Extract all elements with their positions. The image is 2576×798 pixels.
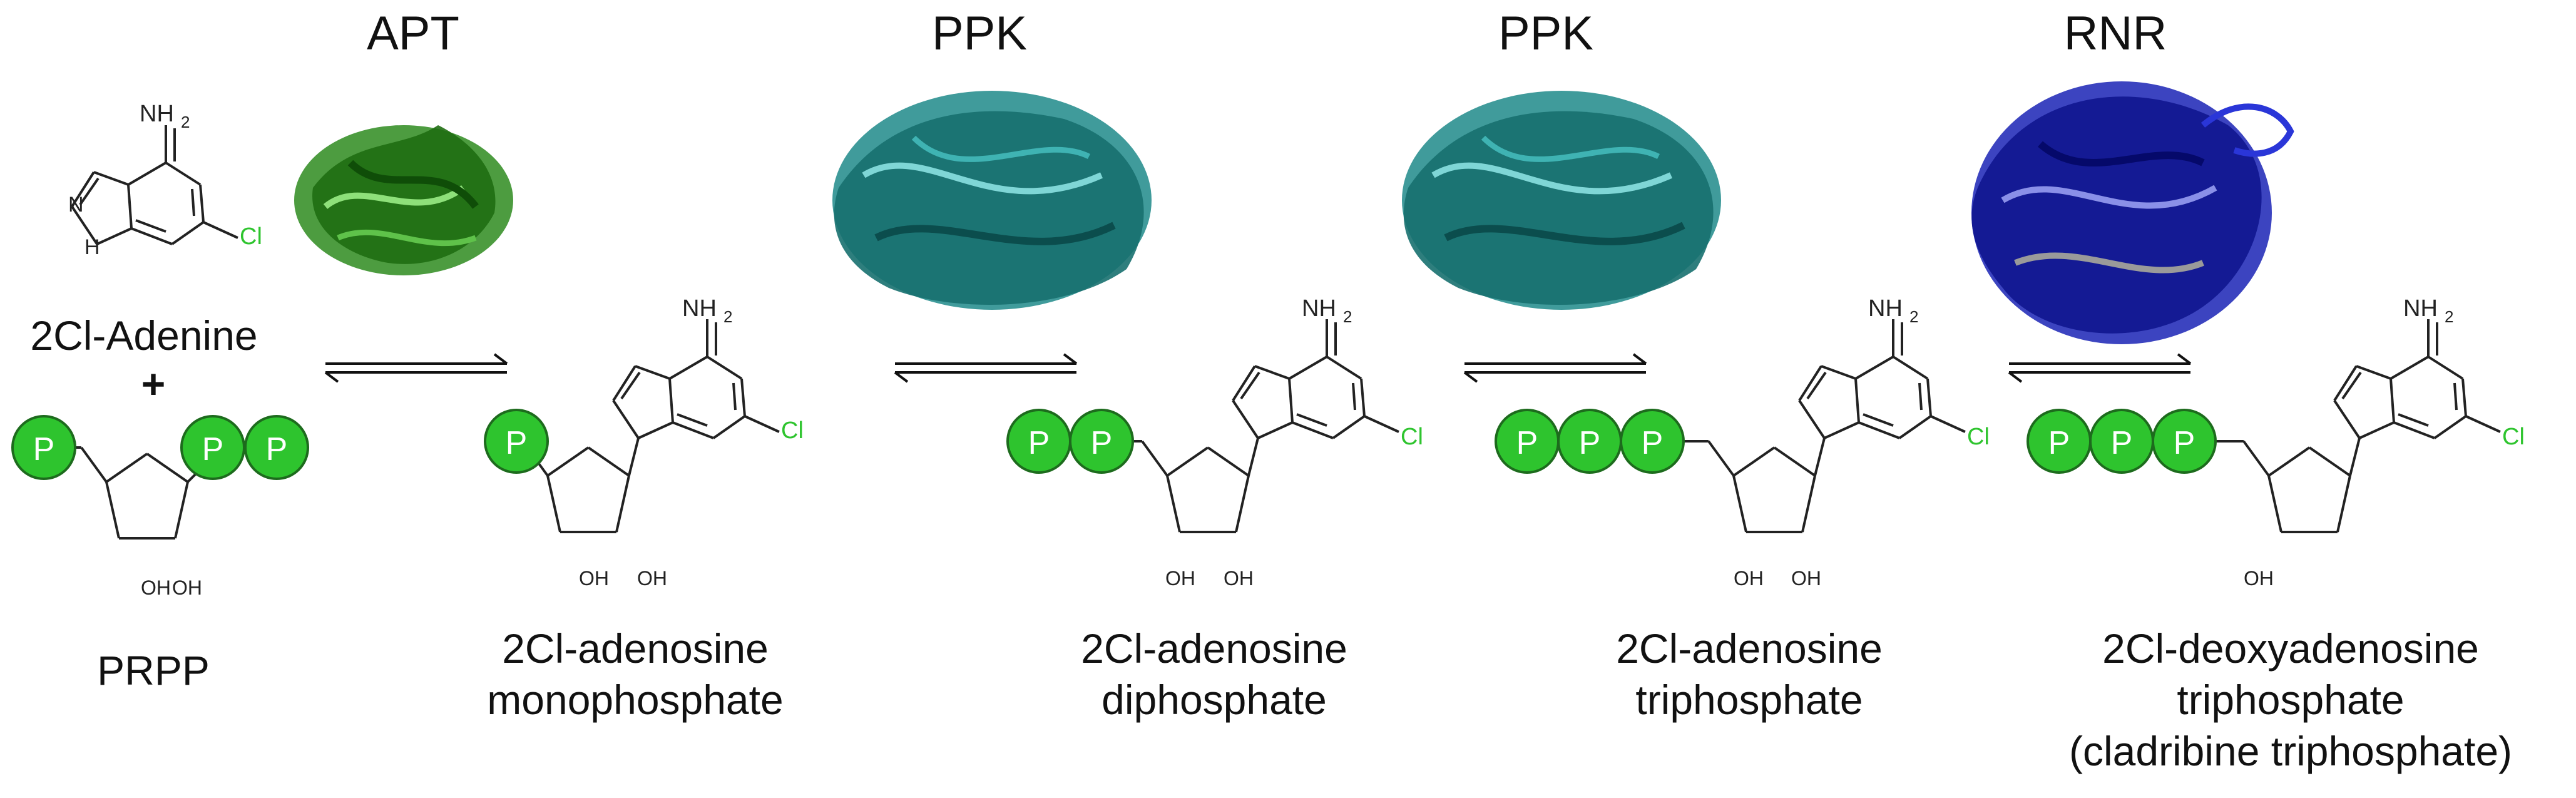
compound-label-datp-line2: triphosphate xyxy=(2177,677,2405,723)
prpp-oh-label-1: OH xyxy=(141,576,171,599)
compound-label-adp-line2: diphosphate xyxy=(1101,677,1327,723)
amp-oh-label-1: OH xyxy=(579,567,609,590)
enzyme-label-apt: APT xyxy=(367,7,459,60)
atp-amine-label: NH xyxy=(1868,295,1903,322)
atp-oh-label-2: OH xyxy=(1791,567,1821,590)
amp-oh-label-2: OH xyxy=(637,567,667,590)
amp-amine-sub: 2 xyxy=(723,307,732,326)
phosphate-label: P xyxy=(266,431,288,468)
adp-cl-label: Cl xyxy=(1401,424,1423,450)
adp-amine-label: NH xyxy=(1302,295,1336,322)
amp-amine-label: NH xyxy=(682,295,717,322)
plus-sign: + xyxy=(141,361,166,407)
prpp-pyrophosphate: P P xyxy=(180,415,309,480)
atp-structure: NH 2 Cl OH OH P P P xyxy=(1495,295,1990,590)
phosphate-label: P xyxy=(1579,425,1601,461)
compound-label-atp-line1: 2Cl-adenosine xyxy=(1616,625,1883,672)
adenine-nh-label: H xyxy=(84,235,100,259)
adenine-amine-label: NH xyxy=(140,101,174,127)
adp-oh-label-2: OH xyxy=(1224,567,1254,590)
ppk-protein-structure-1 xyxy=(832,91,1152,310)
ppk-protein-structure-2 xyxy=(1402,91,1721,310)
atp-cl-label: Cl xyxy=(1967,424,1990,450)
phosphate-label: P xyxy=(2174,425,2195,461)
phosphate-label: P xyxy=(506,425,528,461)
amp-structure: NH 2 Cl OH OH P xyxy=(484,295,804,590)
rnr-protein-structure xyxy=(1971,81,2294,344)
apt-protein-structure xyxy=(294,125,513,275)
phosphate-label: P xyxy=(1028,425,1050,461)
compound-label-prpp: PRPP xyxy=(97,647,210,693)
compound-label-atp-line2: triphosphate xyxy=(1635,677,1863,723)
equilibrium-arrow-3 xyxy=(1463,353,1647,383)
adenine-n-label: N xyxy=(68,193,84,217)
prpp-oh-label-2: OH xyxy=(172,576,202,599)
prpp-phosphate-5: P xyxy=(11,415,76,480)
datp-cl-label: Cl xyxy=(2502,424,2525,450)
phosphate-label: P xyxy=(1516,425,1538,461)
datp-structure: NH 2 Cl OH P P P xyxy=(2027,295,2525,590)
equilibrium-arrow-1 xyxy=(324,353,508,383)
enzyme-label-ppk-1: PPK xyxy=(931,7,1028,60)
phosphate-label: P xyxy=(33,431,55,468)
compound-label-adp-line1: 2Cl-adenosine xyxy=(1081,625,1347,672)
compound-label-amp-line2: monophosphate xyxy=(487,677,784,723)
compound-label-datp-line1: 2Cl-deoxyadenosine xyxy=(2102,625,2479,672)
atp-amine-sub: 2 xyxy=(1909,307,1918,326)
phosphate-label: P xyxy=(1642,425,1664,461)
adenine-cl-label: Cl xyxy=(240,223,262,250)
adp-amine-sub: 2 xyxy=(1343,307,1352,326)
datp-oh-label: OH xyxy=(2244,567,2274,590)
compound-label-adenine: 2Cl-Adenine xyxy=(30,312,258,359)
datp-amine-sub: 2 xyxy=(2445,307,2453,326)
adenine-structure: NH 2 N H Cl xyxy=(68,101,262,259)
amp-cl-label: Cl xyxy=(781,417,804,444)
compound-label-amp-line1: 2Cl-adenosine xyxy=(502,625,769,672)
equilibrium-arrow-4 xyxy=(2008,353,2192,383)
adenine-amine-sub: 2 xyxy=(181,113,190,131)
compound-label-datp-line3: (cladribine triphosphate) xyxy=(2068,728,2513,774)
adp-oh-label-1: OH xyxy=(1165,567,1195,590)
datp-amine-label: NH xyxy=(2403,295,2438,322)
phosphate-label: P xyxy=(1091,425,1113,461)
equilibrium-arrow-2 xyxy=(894,353,1078,383)
atp-oh-label-1: OH xyxy=(1734,567,1764,590)
phosphate-label: P xyxy=(2048,425,2070,461)
phosphate-label: P xyxy=(202,431,224,468)
adp-structure: NH 2 Cl OH OH P P xyxy=(1006,295,1423,590)
enzyme-label-ppk-2: PPK xyxy=(1498,7,1594,60)
phosphate-label: P xyxy=(2111,425,2133,461)
enzyme-label-rnr: RNR xyxy=(2063,7,2167,60)
